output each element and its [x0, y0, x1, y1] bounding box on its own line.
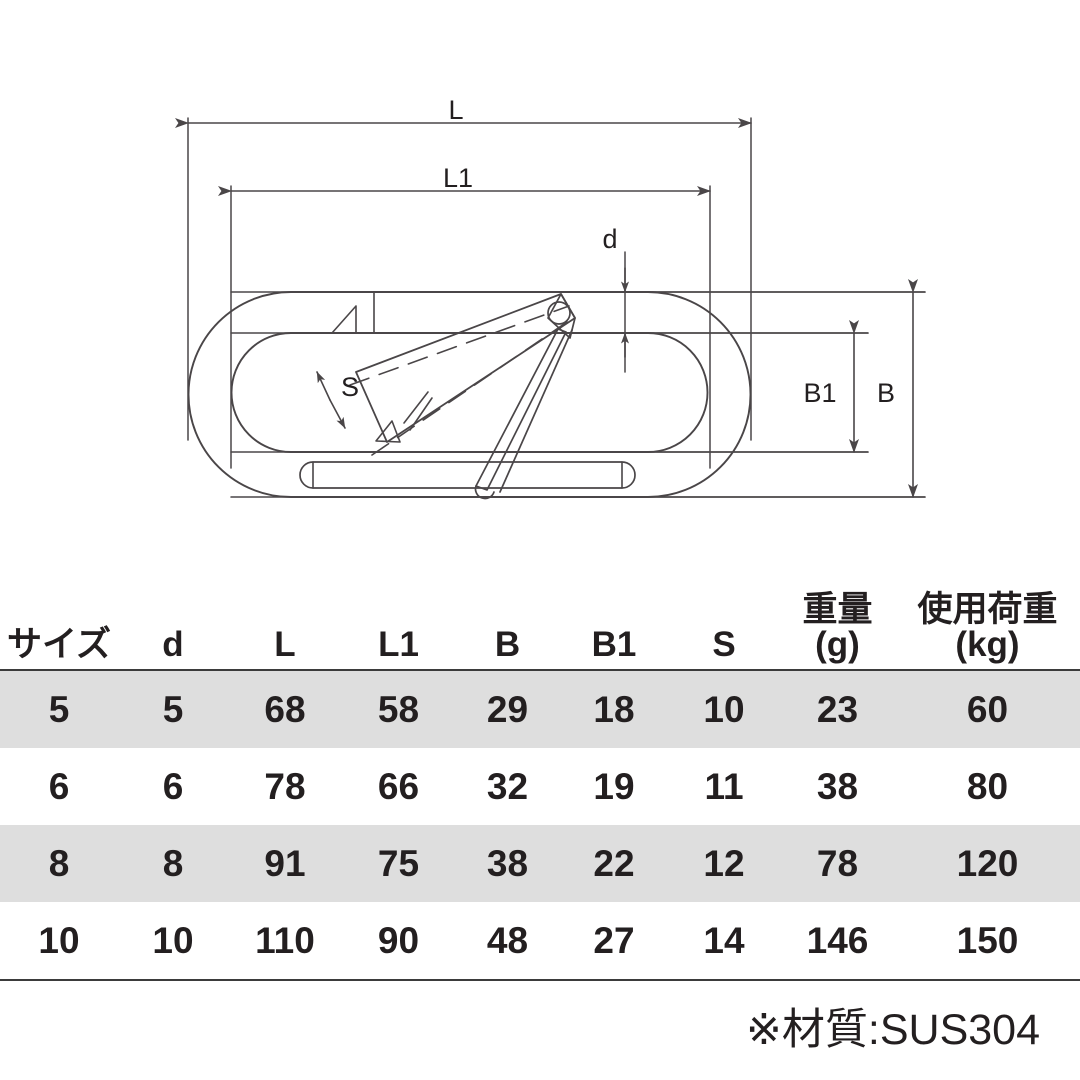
column-header-L: L: [228, 545, 342, 671]
cell-L: 110: [228, 902, 342, 981]
column-header-B: B: [455, 545, 560, 671]
cell-B: 48: [455, 902, 560, 981]
cell-B1: 19: [593, 765, 635, 807]
dimension-label-L: L: [448, 95, 463, 125]
material-footnote: ※材質:SUS304: [745, 1006, 1040, 1054]
cell-weight: 146: [780, 902, 895, 981]
cell-S: 12: [668, 825, 780, 902]
header-line1: 使用荷重: [917, 589, 1058, 629]
dimension-label-B1: B1: [803, 378, 836, 408]
cell-size: 10: [0, 902, 118, 981]
dimension-label-B: B: [877, 378, 895, 408]
cell-B1: 18: [560, 670, 668, 748]
dimension-label-L1: L1: [443, 163, 473, 193]
table-row: 10 10 110 90 48 27 14 146 150: [0, 902, 1080, 981]
cell-B: 38: [455, 825, 560, 902]
technical-drawing: L L1 d B B1 S: [175, 95, 926, 500]
cell-weight: 78: [780, 825, 895, 902]
cell-B: 32: [486, 765, 529, 807]
header-line1: L1: [378, 625, 419, 665]
dimension-label-S: S: [341, 372, 359, 402]
table-row: 5 5 68 58 29 18 10 23 60: [0, 670, 1080, 748]
cell-size: 6: [48, 765, 70, 807]
header-line1: サイズ: [7, 625, 111, 665]
header-line1: S: [712, 625, 736, 665]
cell-L: 91: [228, 825, 342, 902]
specification-table: サイズ d L L1 B B1: [0, 545, 1080, 981]
header-line1: d: [162, 625, 184, 665]
column-header-size: サイズ: [0, 545, 118, 671]
column-header-working-load: 使用荷重 (kg): [895, 545, 1080, 671]
dimension-S: [316, 371, 346, 429]
extension-lines: [187, 117, 926, 498]
cell-working-load: 150: [895, 902, 1080, 981]
cell-L1: 75: [342, 825, 455, 902]
header-line2: (kg): [955, 625, 1020, 665]
outer-ring-outline: [187, 291, 752, 498]
cell-working-load: 80: [966, 765, 1009, 807]
header-line1: B: [494, 625, 521, 665]
table-header-row: サイズ d L L1 B B1: [0, 545, 1080, 671]
table-row: 6 6 78 66 32 19 11 38 80: [0, 748, 1080, 825]
header-line1: 重量: [802, 589, 873, 629]
cell-working-load: 120: [895, 825, 1080, 902]
cell-d: 5: [118, 670, 228, 748]
cell-L1: 58: [342, 670, 455, 748]
cell-L1: 66: [377, 765, 420, 807]
column-header-L1: L1: [342, 545, 455, 671]
cell-weight: 38: [816, 765, 859, 807]
header-line1: B1: [591, 625, 637, 665]
column-header-d: d: [118, 545, 228, 671]
cell-L1: 90: [342, 902, 455, 981]
cell-d: 8: [118, 825, 228, 902]
cell-S: 10: [668, 670, 780, 748]
cell-B1: 27: [560, 902, 668, 981]
top-notch-mark: [331, 291, 375, 334]
cell-S: 14: [668, 902, 780, 981]
cell-weight: 23: [780, 670, 895, 748]
column-header-S: S: [668, 545, 780, 671]
cell-L: 68: [228, 670, 342, 748]
cell-d: 6: [162, 765, 184, 807]
column-header-weight: 重量 (g): [780, 545, 895, 671]
cell-size: 5: [0, 670, 118, 748]
header-line2: (g): [815, 625, 860, 665]
cell-working-load: 60: [895, 670, 1080, 748]
header-line1: L: [274, 625, 296, 665]
cell-size: 8: [0, 825, 118, 902]
column-header-B1: B1: [560, 545, 668, 671]
cell-S: 11: [704, 765, 744, 807]
cell-L: 78: [264, 765, 306, 807]
specification-table-wrapper: サイズ d L L1 B B1: [0, 545, 1080, 981]
cell-B: 29: [455, 670, 560, 748]
dimension-label-d: d: [602, 224, 617, 254]
cell-d: 10: [118, 902, 228, 981]
bottom-slot: [299, 461, 636, 489]
gate-bar: [349, 293, 576, 500]
inner-ring-outline: [230, 332, 709, 453]
table-row: 8 8 91 75 38 22 12 78 120: [0, 825, 1080, 902]
cell-B1: 22: [560, 825, 668, 902]
